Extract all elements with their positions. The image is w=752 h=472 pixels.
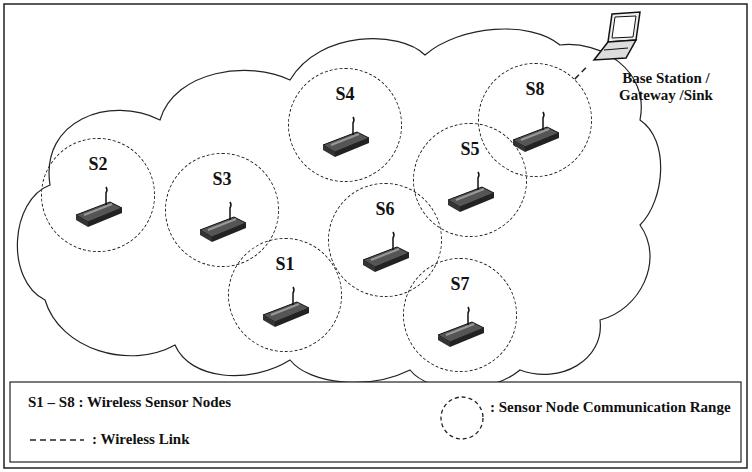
range-circle: S8 bbox=[478, 63, 592, 177]
legend-text: : Wireless Link bbox=[92, 430, 190, 448]
range-circle: S6 bbox=[328, 183, 442, 297]
link-line bbox=[575, 65, 588, 79]
legend-text: : Sensor Node Communication Range bbox=[490, 398, 740, 416]
sensor-devices bbox=[76, 112, 559, 347]
laptop-icon bbox=[594, 12, 640, 60]
range-circle: S1 bbox=[228, 238, 342, 352]
node-label: S6 bbox=[375, 199, 394, 220]
legend-entry: : Wireless Link bbox=[28, 430, 190, 448]
node-label: S1 bbox=[275, 254, 294, 275]
range-circle: S7 bbox=[403, 258, 517, 372]
node-label: S3 bbox=[212, 169, 231, 190]
network-cloud bbox=[17, 29, 660, 389]
node-label: S4 bbox=[335, 84, 354, 105]
node-label: S5 bbox=[460, 139, 479, 160]
legend-entry: : Sensor Node Communication Range bbox=[438, 394, 740, 442]
range-circle: S5 bbox=[413, 123, 527, 237]
link-sample bbox=[28, 430, 88, 448]
node-label: S7 bbox=[450, 274, 469, 295]
wireless-link bbox=[575, 65, 588, 79]
legend-text: S1 – S8 : Wireless Sensor Nodes bbox=[28, 393, 231, 411]
node-label: S2 bbox=[88, 154, 107, 175]
node-label: S8 bbox=[525, 79, 544, 100]
range-circle: S3 bbox=[165, 153, 279, 267]
range-circle: S2 bbox=[41, 138, 155, 252]
station-label: Base Station / Gateway /Sink bbox=[601, 70, 731, 104]
range-sample bbox=[438, 394, 486, 442]
range-circle: S4 bbox=[288, 68, 402, 182]
legend-entry: S1 – S8 : Wireless Sensor Nodes bbox=[28, 393, 231, 411]
frame bbox=[4, 4, 747, 468]
legend-box bbox=[10, 382, 741, 462]
base-station: Base Station / Gateway /Sink bbox=[588, 8, 744, 112]
